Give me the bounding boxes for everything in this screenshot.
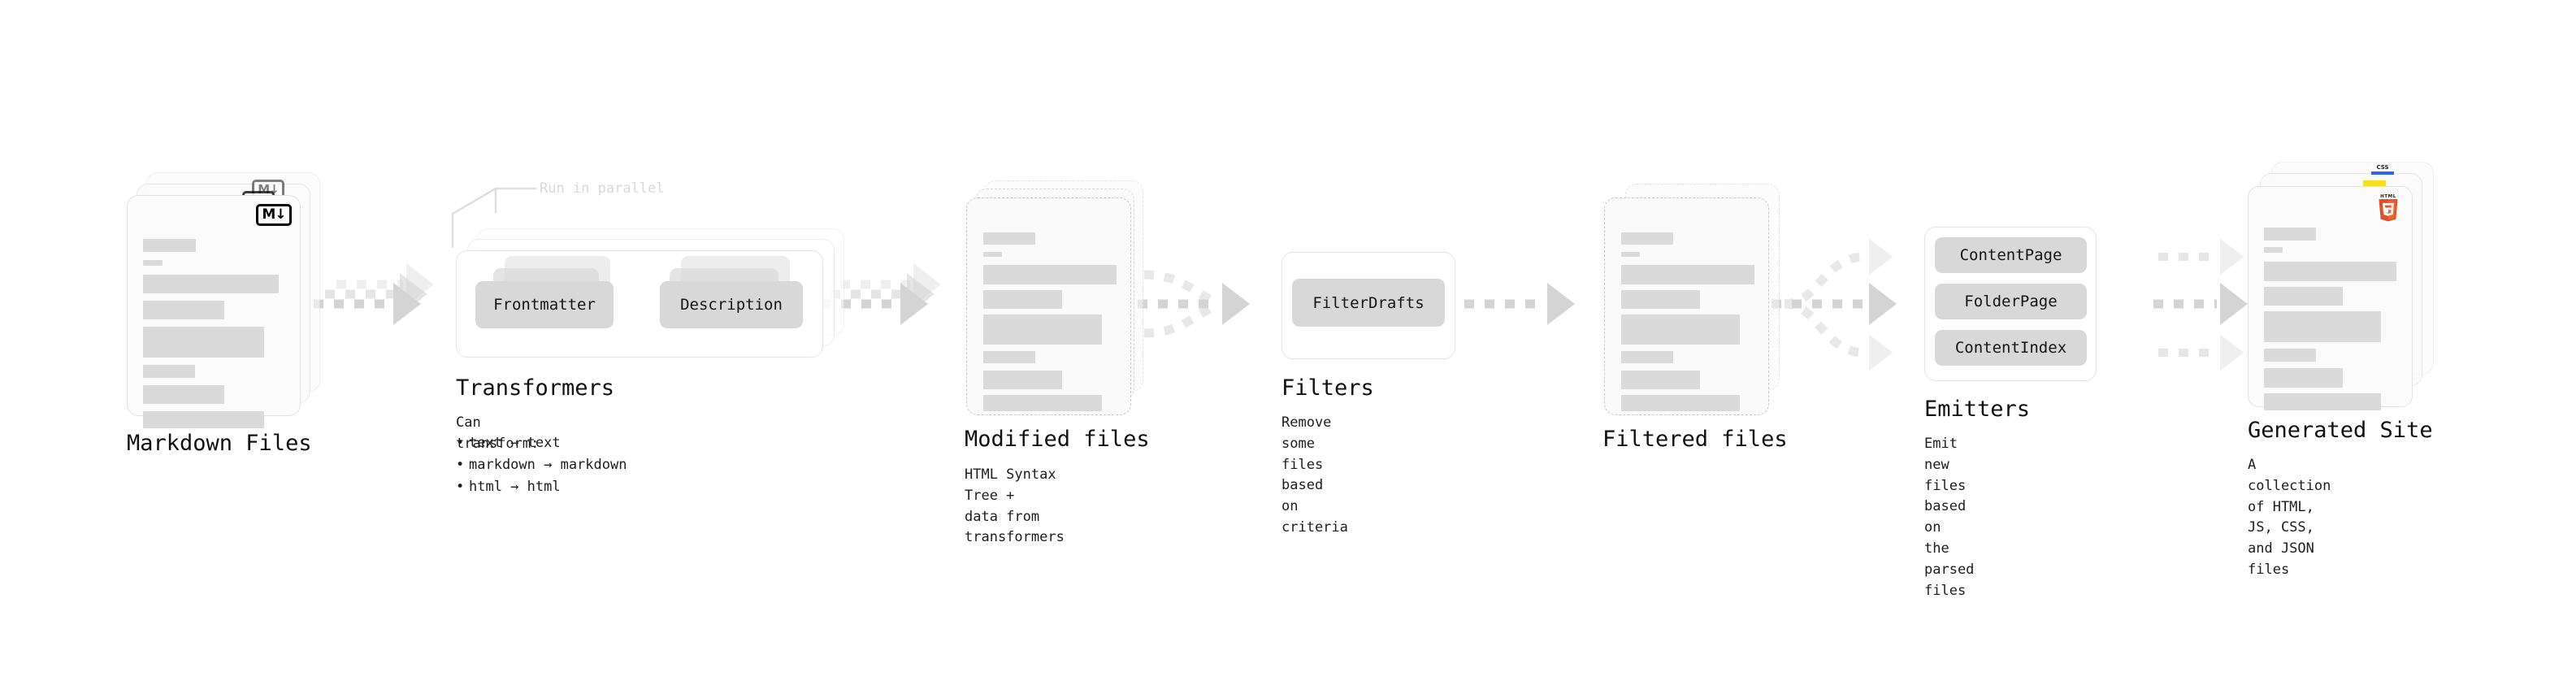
transformer-description[interactable]: Description bbox=[660, 281, 803, 328]
emitter-contentpage[interactable]: ContentPage bbox=[1935, 237, 2087, 273]
stage-title-transformers: Transformers bbox=[456, 375, 615, 401]
skeleton-line bbox=[983, 290, 1062, 309]
filtered-card-front bbox=[1604, 197, 1769, 415]
stage-subtitle-modified: HTML Syntax Tree + data from transformer… bbox=[965, 466, 1065, 546]
skeleton-line bbox=[983, 395, 1102, 411]
skeleton-line bbox=[1621, 290, 1700, 309]
transformer-frontmatter[interactable]: Frontmatter bbox=[475, 281, 614, 328]
stage-title-generated: Generated Site bbox=[2248, 418, 2433, 443]
transform-item: markdown → markdown bbox=[456, 454, 627, 476]
stage-subtitle-filters: Remove some files based on criteria bbox=[1281, 414, 1348, 536]
skeleton-line bbox=[143, 260, 163, 266]
stage-subtitle-emitters: Emit new files based on the parsed files bbox=[1924, 436, 1975, 599]
skeleton-line bbox=[983, 314, 1102, 345]
skeleton-line bbox=[2264, 262, 2396, 281]
stage-title-filters: Filters bbox=[1281, 375, 1374, 401]
arrow-filters-to-filtered bbox=[1464, 283, 1575, 325]
arrow-emitters-to-generated bbox=[2153, 238, 2248, 371]
stage-title-markdown: Markdown Files bbox=[127, 431, 312, 456]
stage-subtitle-generated: A collection of HTML, JS, CSS, and JSON … bbox=[2248, 457, 2331, 579]
arrow-modified-to-filters bbox=[1138, 270, 1250, 338]
emitter-folderpage[interactable]: FolderPage bbox=[1935, 284, 2087, 319]
skeleton-line bbox=[1621, 265, 1754, 284]
skeleton-line bbox=[143, 327, 264, 358]
transformers-caption-list: text → text markdown → markdown html → h… bbox=[456, 432, 627, 498]
markdown-card-front: M↓ bbox=[127, 195, 301, 428]
arrow-filtered-to-emitters bbox=[1772, 238, 1897, 371]
skeleton-line bbox=[143, 365, 195, 378]
filter-filterdrafts[interactable]: FilterDrafts bbox=[1292, 279, 1445, 327]
skeleton-line bbox=[2264, 393, 2381, 410]
skeleton-line bbox=[143, 275, 279, 293]
modified-card-front bbox=[966, 197, 1131, 415]
skeleton-line bbox=[1621, 232, 1673, 245]
skeleton-line bbox=[2264, 228, 2316, 241]
skeleton-line bbox=[2264, 311, 2381, 342]
skeleton-line bbox=[143, 239, 196, 252]
css-badge: CSS bbox=[2371, 165, 2394, 176]
transform-item: text → text bbox=[456, 432, 627, 454]
stage-title-modified: Modified files bbox=[965, 427, 1150, 452]
skeleton-line bbox=[143, 301, 224, 319]
skeleton-line bbox=[1621, 351, 1673, 363]
stage-title-emitters: Emitters bbox=[1924, 397, 2031, 422]
skeleton-line bbox=[143, 385, 224, 404]
skeleton-line bbox=[1621, 371, 1700, 389]
emitter-contentindex[interactable]: ContentIndex bbox=[1935, 330, 2087, 366]
skeleton-line bbox=[1621, 314, 1740, 345]
skeleton-line bbox=[1621, 252, 1640, 257]
generated-card-front: HTML bbox=[2248, 186, 2413, 410]
html5-logo: HTML bbox=[2379, 194, 2398, 222]
skeleton-line bbox=[2264, 349, 2316, 362]
skeleton-line bbox=[983, 265, 1117, 284]
stage-title-filtered: Filtered files bbox=[1602, 427, 1788, 452]
skeleton-line bbox=[1621, 395, 1740, 411]
arrow-markdown-to-transformers bbox=[314, 263, 434, 325]
skeleton-line bbox=[2264, 247, 2283, 253]
skeleton-line bbox=[2264, 287, 2343, 306]
skeleton-line bbox=[983, 252, 1002, 257]
transform-item: html → html bbox=[456, 476, 627, 498]
skeleton-line bbox=[2264, 368, 2343, 388]
svg-text:HTML: HTML bbox=[2380, 194, 2396, 199]
skeleton-line bbox=[143, 411, 264, 428]
skeleton-line bbox=[983, 232, 1035, 245]
skeleton-line bbox=[983, 351, 1035, 363]
markdown-logo: M↓ bbox=[256, 204, 292, 226]
skeleton-line bbox=[983, 371, 1062, 389]
parallel-label: Run in parallel bbox=[540, 180, 665, 197]
